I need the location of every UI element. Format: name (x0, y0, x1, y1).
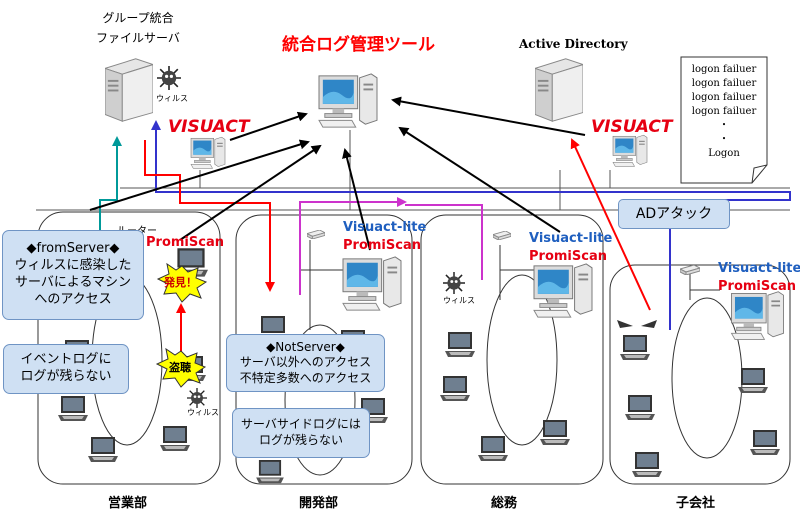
virus-label: ウィルス (187, 408, 219, 417)
promiscan-pc-icon (342, 256, 402, 311)
dept-label-kaihatsu: 開発部 (299, 496, 339, 511)
zone-kogaisha (609, 264, 791, 485)
backbone-network (36, 130, 790, 211)
virus-icon (443, 272, 465, 294)
callout-line: ◆fromServer◆ (26, 241, 120, 257)
ad-label: Active Directory (519, 37, 628, 51)
log-management-pc-icon (318, 73, 378, 128)
callout-line: サーバ以外へのアクセス (239, 355, 372, 370)
dept-label-eigyo: 営業部 (108, 496, 148, 511)
dept-label-kogaisha: 子会社 (676, 496, 716, 511)
visuact-pc-right-icon (612, 134, 648, 167)
log-line: ・ (719, 120, 729, 131)
magenta-paths (299, 197, 483, 295)
callout-line: サーバによるマシン (15, 275, 131, 290)
log-document-icon (680, 56, 768, 184)
zone-somu (420, 214, 604, 485)
log-line: logon failuer (691, 92, 757, 103)
callout-line: ウィルスに感染した (14, 258, 132, 274)
callout-line: イベントログに (20, 352, 112, 368)
promiscan-label: PromiScan (343, 238, 421, 253)
event-log-callout: イベントログに ログが残らない (3, 344, 129, 394)
callout-line: へのアクセス (34, 291, 112, 307)
virus-label: ウィルス (443, 296, 475, 305)
file-server-icon (105, 58, 153, 122)
log-document: logon failuer logon failuer logon failue… (681, 57, 767, 183)
found-badge (156, 262, 208, 303)
hub-icon (307, 230, 325, 239)
callout-line: ◆NotServer◆ (266, 339, 345, 354)
red-paths (144, 138, 651, 355)
ad-server-icon (535, 58, 583, 122)
black-arrows (89, 96, 586, 251)
log-line: ・ (719, 134, 729, 145)
theft-badge-label: 盗聴 (169, 361, 191, 374)
callout-line: サーバサイドログには (241, 417, 361, 432)
visuact-lite-label: Visuact-lite (718, 261, 800, 276)
dept-label-somu: 総務 (491, 496, 518, 511)
theft-badge (155, 347, 207, 388)
hub-icon (680, 265, 700, 275)
from-server-callout: ◆fromServer◆ ウィルスに感染した サーバによるマシン へのアクセス (2, 230, 144, 320)
found-badge-label: 発見！ (164, 276, 197, 289)
log-line: logon failuer (691, 64, 757, 75)
promiscan-label: PromiScan (146, 235, 224, 250)
file-server-label-2: ファイルサーバ (96, 31, 180, 45)
evil-eyes-icon (617, 320, 657, 328)
lan-spurs (300, 240, 720, 330)
visuact-logo-left: VISUACT (168, 117, 250, 137)
file-server-label-1: グループ統合 (102, 11, 174, 25)
promiscan-label: PromiScan (529, 249, 607, 264)
visuact-lite-label: Visuact-lite (343, 220, 427, 235)
visuact-lite-label: Visuact-lite (529, 231, 613, 246)
hub-icon (493, 231, 511, 240)
callout-line: 不特定多数へのアクセス (239, 370, 372, 385)
main-title: 統合ログ管理ツール (282, 35, 435, 55)
log-line: Logon (708, 148, 740, 159)
visuact-pc-left-icon (190, 136, 226, 169)
lan-rings (91, 274, 743, 476)
promiscan-pc-icon (731, 291, 784, 340)
callout-line: ログが残らない (20, 369, 112, 384)
callout-line: ログが残らない (258, 433, 343, 447)
visuact-logo-right: VISUACT (591, 117, 673, 137)
log-line: logon failuer (691, 106, 757, 117)
not-server-callout: ◆NotServer◆ サーバ以外へのアクセス 不特定多数へのアクセス (226, 334, 385, 392)
promiscan-pc-icon (533, 263, 593, 318)
virus-icon (187, 388, 207, 408)
virus-icon (157, 66, 181, 90)
log-line: logon failuer (691, 78, 757, 89)
server-side-callout: サーバサイドログには ログが残らない (232, 408, 370, 458)
ad-attack-callout: ADアタック (618, 199, 730, 229)
promiscan-label: PromiScan (718, 279, 796, 294)
virus-label: ウィルス (156, 94, 188, 103)
